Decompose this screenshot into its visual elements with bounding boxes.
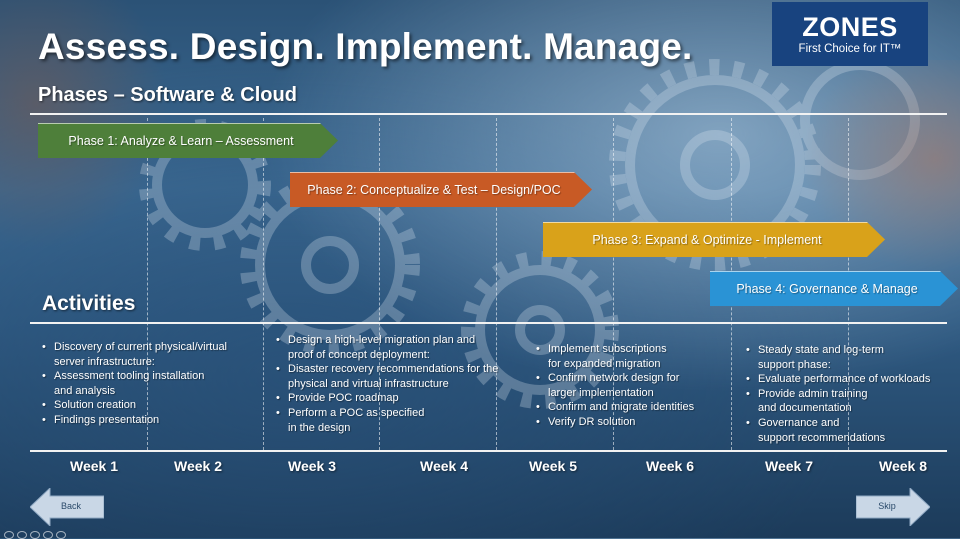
phase-4-label: Phase 4: Governance & Manage: [736, 282, 918, 296]
timeline-divider: [30, 450, 947, 452]
back-button[interactable]: Back: [30, 488, 104, 526]
activities-column-2: Design a high-level migration plan and p…: [274, 333, 498, 435]
header-divider: [30, 113, 947, 115]
activities-column-4: Steady state and log-term support phase:…: [744, 343, 930, 445]
week-6-label: Week 6: [646, 458, 694, 474]
phase-3-arrow: Phase 3: Expand & Optimize - Implement: [543, 222, 885, 257]
skip-button[interactable]: Skip: [856, 488, 930, 526]
week-gridline: [379, 118, 380, 450]
phase-1-label: Phase 1: Analyze & Learn – Assessment: [68, 134, 294, 148]
logo-tagline: First Choice for IT™: [798, 43, 902, 55]
activity-item: Solution creation: [40, 398, 227, 413]
activities-column-3: Implement subscriptions for expanded mig…: [534, 342, 694, 430]
activities-divider: [30, 322, 947, 324]
phase-2-arrow: Phase 2: Conceptualize & Test – Design/P…: [290, 172, 592, 207]
activities-column-1: Discovery of current physical/virtual se…: [40, 340, 227, 428]
back-arrow-icon: [30, 488, 104, 526]
week-7-label: Week 7: [765, 458, 813, 474]
activity-item: Provide POC roadmap: [274, 391, 498, 406]
activity-item: Disaster recovery recommendations for th…: [274, 362, 498, 391]
week-1-label: Week 1: [70, 458, 118, 474]
activity-item: Steady state and log-term support phase:: [744, 343, 930, 372]
activity-item: Perform a POC as specified in the design: [274, 406, 498, 435]
activity-item: Assessment tooling installation and anal…: [40, 369, 227, 398]
week-5-label: Week 5: [529, 458, 577, 474]
phase-1-arrow: Phase 1: Analyze & Learn – Assessment: [38, 123, 338, 158]
skip-label: Skip: [878, 501, 896, 511]
week-gridline: [263, 118, 264, 450]
phase-3-label: Phase 3: Expand & Optimize - Implement: [592, 233, 822, 247]
activities-title: Activities: [42, 292, 136, 315]
week-gridline: [496, 118, 497, 450]
activity-item: Evaluate performance of workloads: [744, 372, 930, 387]
page-subtitle: Phases – Software & Cloud: [38, 84, 297, 106]
week-4-label: Week 4: [420, 458, 468, 474]
activity-item: Verify DR solution: [534, 415, 694, 430]
page-title: Assess. Design. Implement. Manage.: [38, 26, 693, 67]
week-8-label: Week 8: [879, 458, 927, 474]
activity-item: Confirm network design for larger implem…: [534, 371, 694, 400]
phase-4-arrow: Phase 4: Governance & Manage: [710, 271, 958, 306]
activity-item: Governance and support recommendations: [744, 416, 930, 445]
skip-arrow-icon: [856, 488, 930, 526]
week-3-label: Week 3: [288, 458, 336, 474]
week-gridline: [613, 118, 614, 450]
week-gridline: [147, 118, 148, 450]
activity-item: Implement subscriptions for expanded mig…: [534, 342, 694, 371]
back-label: Back: [60, 501, 81, 511]
activity-item: Discovery of current physical/virtual se…: [40, 340, 227, 369]
zones-logo: ZONES First Choice for IT™: [772, 2, 928, 66]
phase-2-label: Phase 2: Conceptualize & Test – Design/P…: [307, 183, 561, 197]
logo-name: ZONES: [802, 12, 898, 42]
activity-item: Design a high-level migration plan and p…: [274, 333, 498, 362]
week-2-label: Week 2: [174, 458, 222, 474]
activity-item: Confirm and migrate identities: [534, 400, 694, 415]
activity-item: Provide admin training and documentation: [744, 387, 930, 416]
activity-item: Findings presentation: [40, 413, 227, 428]
